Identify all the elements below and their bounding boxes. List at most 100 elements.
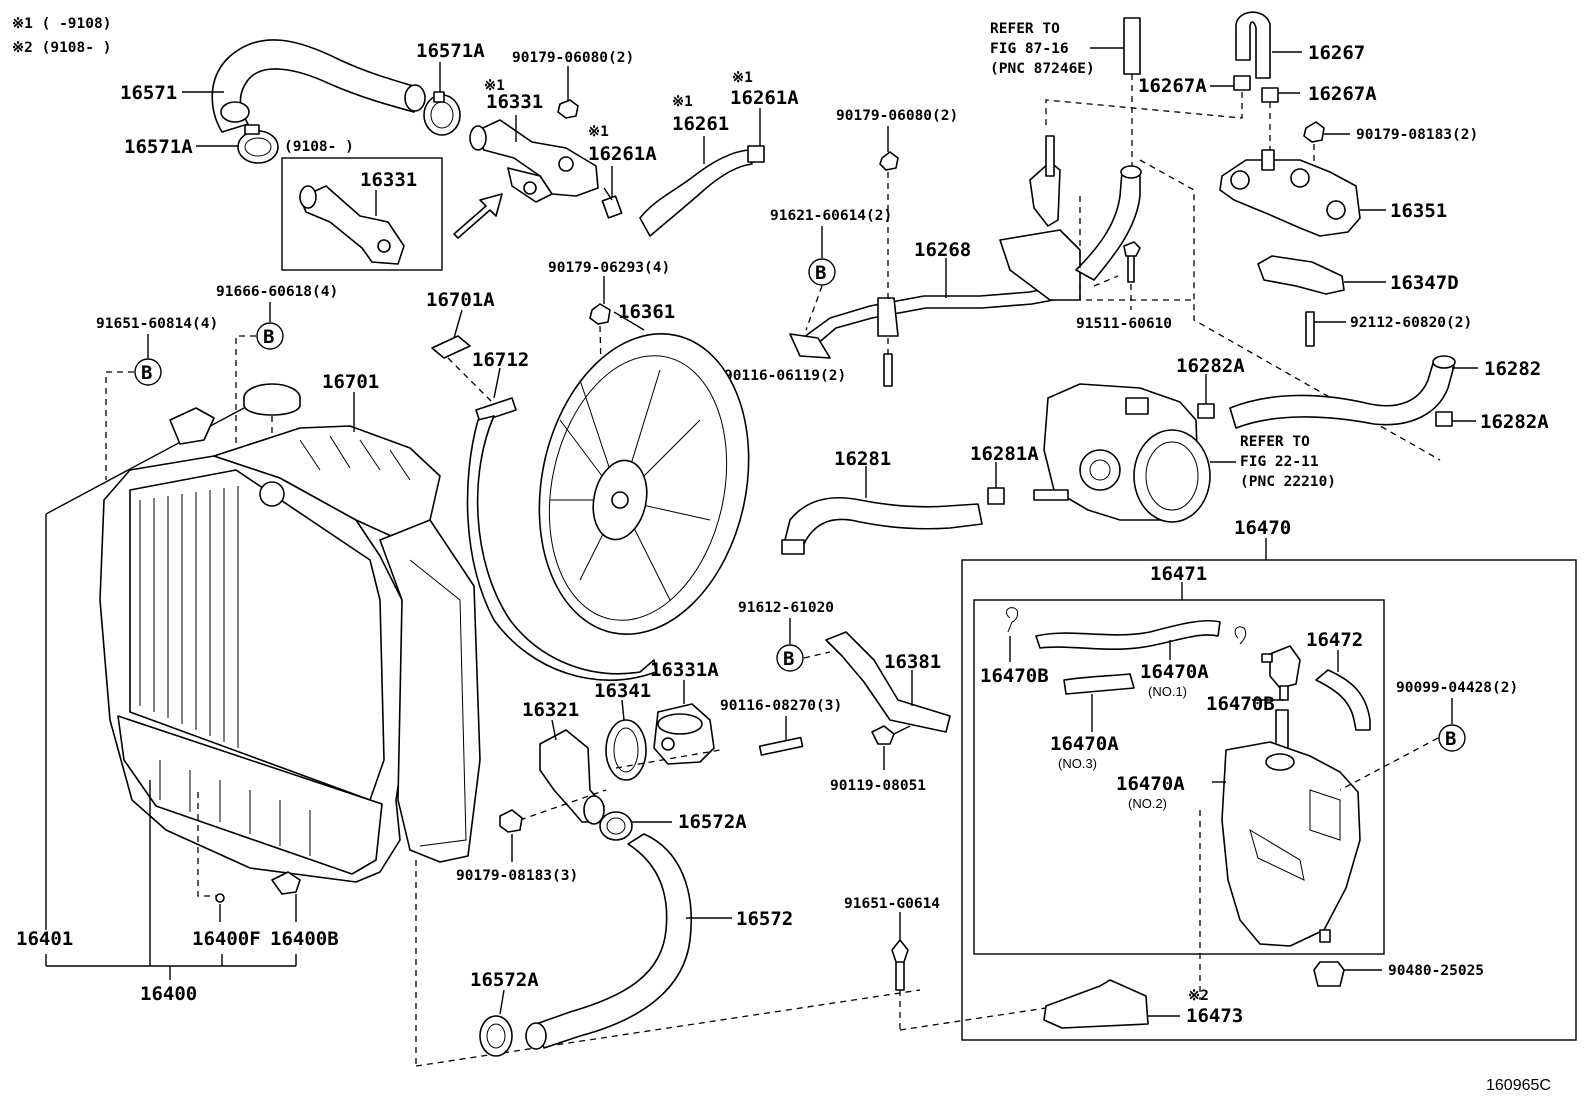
nut-90179-06080-b: [879, 151, 899, 171]
clamp-16281A: [987, 487, 1005, 505]
label-16267A-left: 16267A: [1138, 75, 1207, 97]
refer-87-line3: (PNC 87246E): [990, 61, 1095, 77]
refer-87-line1: REFER TO: [990, 21, 1060, 37]
label-90179-08183-2: 90179-08183(2): [1356, 127, 1478, 143]
label-16331A: 16331A: [650, 659, 719, 681]
label-16281A: 16281A: [970, 443, 1039, 465]
label-16472: 16472: [1306, 629, 1363, 651]
label-no1: (NO.1): [1148, 684, 1187, 699]
pipe-87-16: [1123, 17, 1141, 75]
gasket-16341: [605, 719, 647, 781]
stud-90116-08270: [758, 736, 804, 756]
label-no3: (NO.3): [1058, 756, 1097, 771]
label-16281: 16281: [834, 448, 891, 470]
label-16347D: 16347D: [1390, 272, 1459, 294]
label-16400: 16400: [140, 983, 197, 1005]
ref-b-90099: B: [1445, 728, 1456, 750]
label-16571A-left: 16571A: [124, 136, 193, 158]
refer-22-line3: (PNC 22210): [1240, 474, 1336, 490]
radiator-cap-16401: [243, 383, 301, 416]
label-16321: 16321: [522, 699, 579, 721]
water-outlet-16331-inset: [299, 185, 405, 265]
mark-16261: ※1: [672, 94, 693, 110]
reservoir-cap-valve: [1261, 645, 1301, 701]
label-16401: 16401: [16, 928, 73, 950]
stud-92112: [1305, 311, 1315, 347]
mark-16261A-left: ※1: [588, 124, 609, 140]
clamp-16282A-right: [1435, 411, 1453, 427]
hose-16281-end-clamp: [781, 539, 805, 555]
hose-16261: [639, 149, 753, 237]
bracket-16712: [475, 397, 517, 423]
clamp-16572A-bottom: [479, 1015, 513, 1057]
label-16282A-right: 16282A: [1480, 411, 1549, 433]
clip-16261A-left: [601, 187, 623, 219]
stud-90116-06119: [883, 353, 893, 387]
label-90116-08270: 90116-08270(3): [720, 698, 842, 714]
label-91621-60614: 91621-60614(2): [770, 208, 892, 224]
ref-b-circle-90099: [1438, 724, 1466, 752]
label-16341: 16341: [594, 680, 651, 702]
nut-90179-06293: [589, 303, 611, 325]
label-91651-60814: 91651-60814(4): [96, 316, 218, 332]
refer-22-line2: FIG 22-11: [1240, 454, 1319, 470]
hose-16470A-no3: [1063, 673, 1135, 695]
label-16267A-right: 16267A: [1308, 83, 1377, 105]
label-16572: 16572: [736, 908, 793, 930]
hose-16281: [783, 497, 983, 553]
fan-shroud-16701: [379, 519, 481, 863]
label-16571A-top: 16571A: [416, 40, 485, 62]
label-16400B: 16400B: [270, 928, 339, 950]
clamp-16282A-top: [1197, 403, 1215, 419]
label-16473: 16473: [1186, 1005, 1243, 1027]
label-16361: 16361: [618, 301, 675, 323]
label-90480-25025: 90480-25025: [1388, 963, 1484, 979]
label-91511-60610: 91511-60610: [1076, 316, 1172, 332]
clip-16470B-right: [1234, 626, 1247, 645]
label-16400F: 16400F: [192, 928, 261, 950]
ref-b-circle-91666: [256, 322, 284, 350]
ref-b-circle-91651: [134, 358, 162, 386]
label-16470B-right: 16470B: [1206, 693, 1275, 715]
label-16267: 16267: [1308, 42, 1365, 64]
water-bypass-16351: [1219, 149, 1361, 237]
bracket-16381: [825, 631, 951, 733]
label-16331: 16331: [486, 91, 543, 113]
reservoir-outer-box: [961, 559, 1577, 1041]
label-16470A-no2: 16470A: [1116, 773, 1185, 795]
hose-clamp-16571A-left: [237, 124, 279, 164]
cooling-fan-16361: [538, 333, 750, 635]
label-90179-06080-a: 90179-06080(2): [512, 50, 634, 66]
label-90179-08183-3: 90179-08183(3): [456, 868, 578, 884]
plug-90480-25025: [1313, 961, 1345, 987]
nut-90179-06080: [557, 99, 579, 119]
clamp-16267A-left: [1233, 75, 1251, 91]
ref-b-circle-91612: [776, 644, 804, 672]
hose-16282: [1229, 359, 1455, 429]
label-9108: (9108- ): [284, 139, 354, 155]
label-90116-06119: 90116-06119(2): [724, 368, 846, 384]
refer-22-line1: REFER TO: [1240, 434, 1310, 450]
label-91612-61020: 91612-61020: [738, 600, 834, 616]
hose-16472: [1315, 669, 1371, 731]
radiator-16400: [99, 407, 407, 883]
water-pipe-16268: [789, 135, 1142, 359]
lower-hose-16572: [535, 833, 692, 1049]
gasket-16347D: [1257, 255, 1345, 295]
label-16712: 16712: [472, 349, 529, 371]
label-16261A-right: 16261A: [730, 87, 799, 109]
label-16572A-bottom: 16572A: [470, 969, 539, 991]
clip-16261A-right: [747, 145, 765, 163]
mark-16261A-right: ※1: [732, 70, 753, 86]
label-16471: 16471: [1150, 563, 1207, 585]
refer-87-line2: FIG 87-16: [990, 41, 1069, 57]
thermostat-16331A: [653, 703, 715, 765]
label-91651-G0614: 91651-G0614: [844, 896, 940, 912]
label-16351: 16351: [1390, 200, 1447, 222]
drain-cock-16400B: [271, 871, 301, 895]
label-16282: 16282: [1484, 358, 1541, 380]
note-1: ※1 ( -9108): [12, 16, 111, 32]
label-no2: (NO.2): [1128, 796, 1167, 811]
label-16470A-no3: 16470A: [1050, 733, 1119, 755]
label-16331-inset: 16331: [360, 169, 417, 191]
